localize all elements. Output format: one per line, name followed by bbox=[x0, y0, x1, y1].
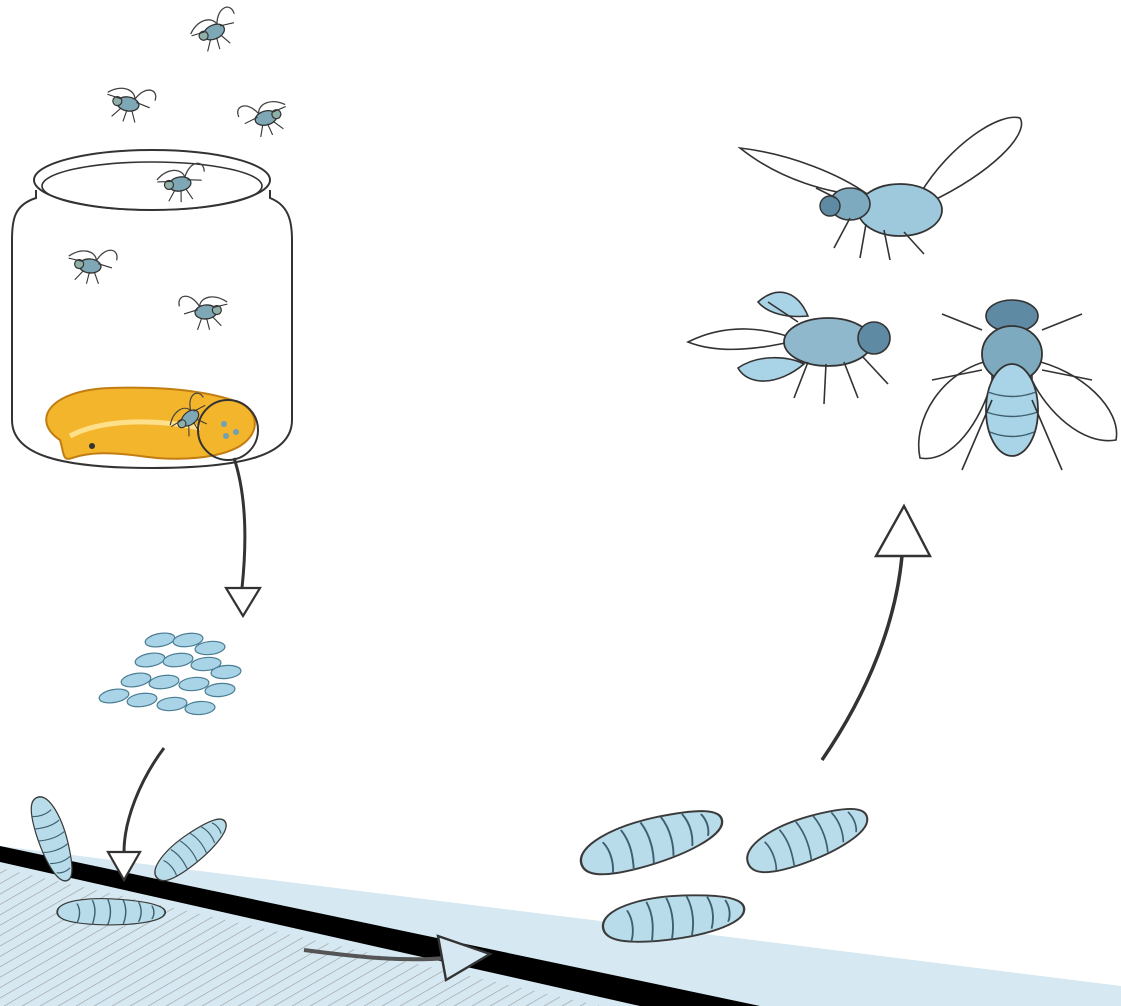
adult-fly-icon bbox=[688, 292, 890, 404]
adult-fly-icon bbox=[919, 300, 1117, 470]
pupa-icon bbox=[740, 795, 875, 883]
arrow-eggs-to-larvae bbox=[108, 748, 164, 880]
arrow-jar-to-eggs bbox=[226, 458, 260, 616]
small-flies-group bbox=[103, 5, 292, 142]
small-fly-icon bbox=[67, 247, 118, 287]
pupae-group bbox=[574, 795, 874, 949]
small-fly-icon bbox=[187, 5, 246, 58]
small-fly-icon bbox=[103, 83, 157, 126]
small-fly-icon bbox=[155, 162, 209, 205]
pupa-icon bbox=[574, 797, 728, 885]
fish-icon bbox=[46, 388, 255, 459]
jar-flies-group bbox=[67, 162, 230, 332]
small-fly-icon bbox=[236, 95, 292, 142]
small-fly-icon bbox=[178, 293, 229, 333]
adult-fly-icon bbox=[740, 117, 1022, 260]
egg-cluster-icon bbox=[98, 631, 241, 716]
arrow-pupae-to-adults bbox=[822, 506, 930, 760]
